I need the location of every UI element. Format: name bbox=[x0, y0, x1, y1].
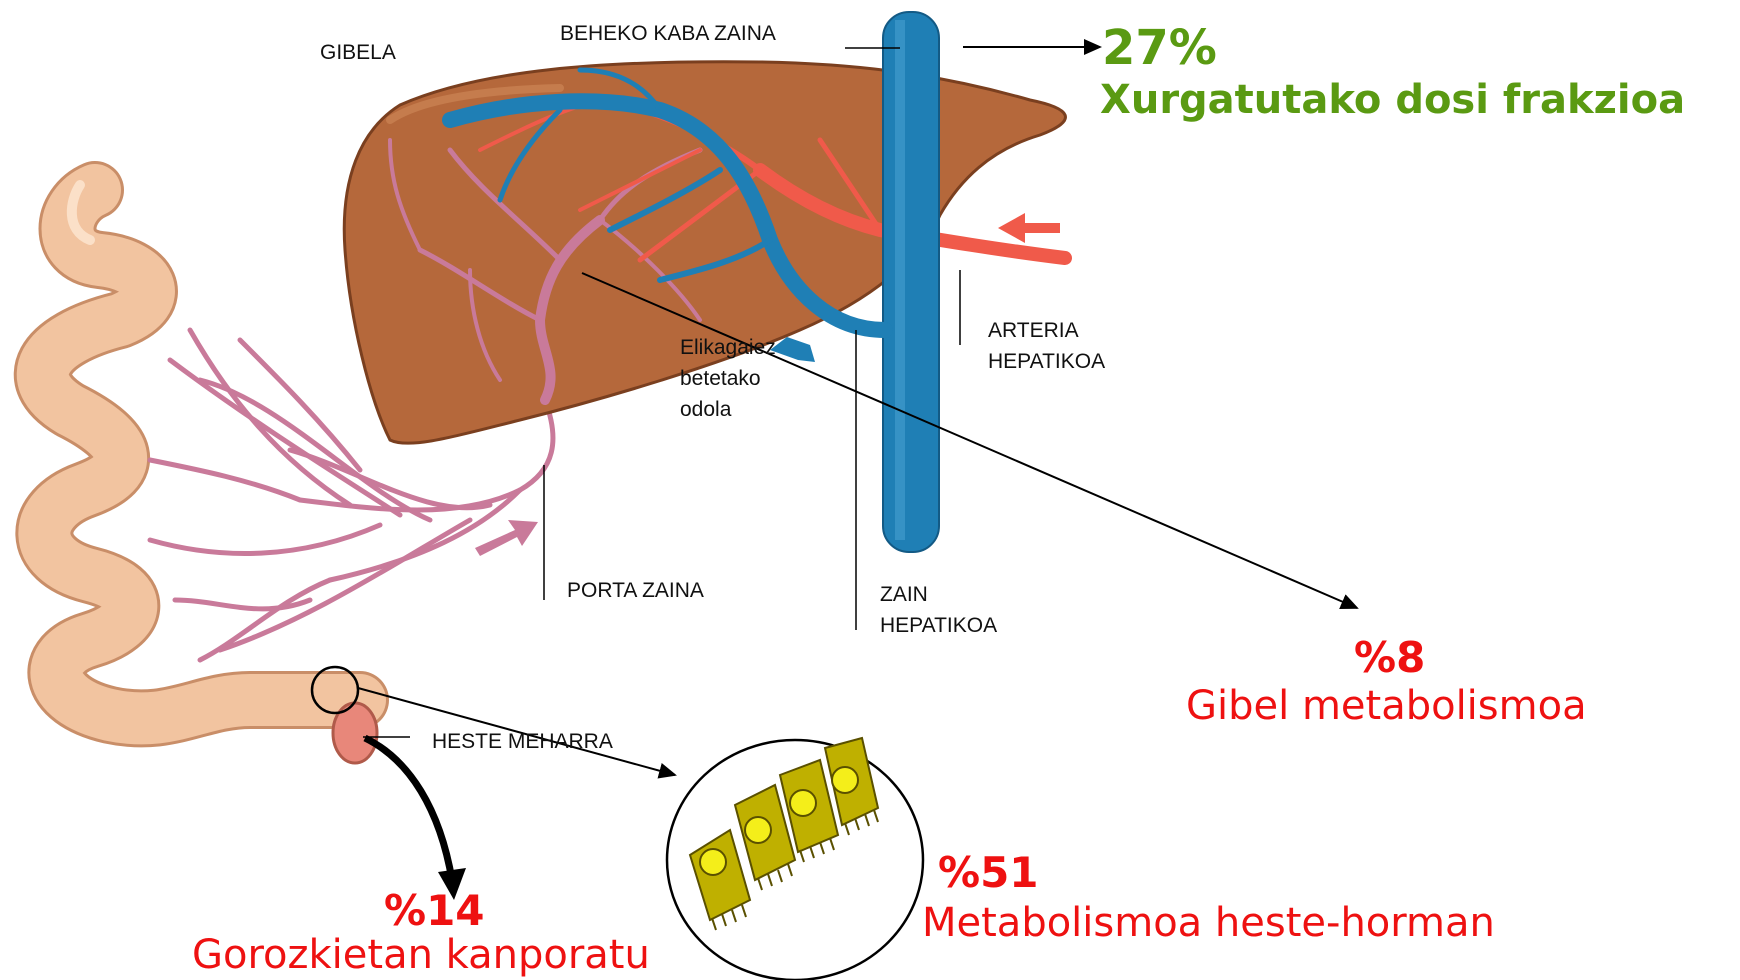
label-small-intestine: HESTE MEHARRA bbox=[432, 727, 613, 757]
inferior-vena-cava bbox=[883, 12, 939, 552]
label-hepatic-artery-2: HEPATIKOA bbox=[988, 347, 1105, 377]
label-hepatic-artery-1: ARTERIA bbox=[988, 316, 1079, 346]
label-nutrient-blood-3: odola bbox=[680, 395, 731, 425]
arrow-to-feces bbox=[365, 738, 452, 880]
gut-wall-label: Metabolismoa heste-horman bbox=[922, 900, 1495, 946]
label-nutrient-blood-2: betetako bbox=[680, 364, 761, 394]
feces-percent: %14 bbox=[384, 886, 485, 935]
label-hepatic-vein-2: HEPATIKOA bbox=[880, 611, 997, 641]
feces-label: Gorozkietan kanporatu bbox=[192, 932, 650, 978]
gut-wall-percent: %51 bbox=[938, 848, 1039, 897]
gut-wall-cells-inset bbox=[667, 738, 923, 980]
label-portal-vein: PORTA ZAINA bbox=[567, 576, 704, 606]
liver-metabolism-label: Gibel metabolismoa bbox=[1186, 683, 1587, 729]
liver-metabolism-percent: %8 bbox=[1354, 633, 1425, 682]
absorbed-label: Xurgatutako dosi frakzioa bbox=[1100, 77, 1685, 123]
hepatic-artery-flow-arrow bbox=[998, 213, 1060, 243]
portal-flow-arrow bbox=[475, 520, 538, 556]
label-nutrient-blood-1: Elikagaiez bbox=[680, 333, 776, 363]
label-liver: GIBELA bbox=[320, 38, 396, 68]
arrow-to-liver-metabolism bbox=[582, 273, 1357, 608]
absorbed-percent: 27% bbox=[1102, 20, 1217, 76]
label-inferior-vena-cava: BEHEKO KABA ZAINA bbox=[560, 19, 776, 49]
label-hepatic-vein-1: ZAIN bbox=[880, 580, 928, 610]
